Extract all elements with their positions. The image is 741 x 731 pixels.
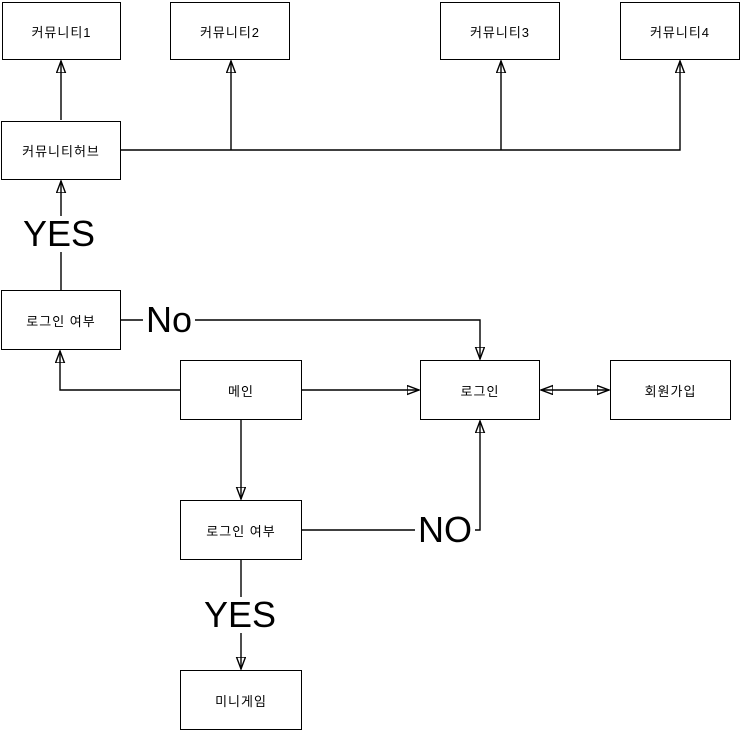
node-community1: 커뮤니티1 bbox=[2, 2, 121, 60]
node-minigame-label: 미니게임 bbox=[215, 693, 267, 709]
node-community2-label: 커뮤니티2 bbox=[199, 24, 261, 40]
node-community4-label: 커뮤니티4 bbox=[649, 24, 711, 40]
edge-main-logincheck-top bbox=[60, 351, 180, 391]
edge-label-yes-bottom: YES bbox=[200, 597, 280, 633]
edge-label-no-bottom: NO bbox=[415, 512, 475, 548]
node-login-check-bottom-label: 로그인 여부 bbox=[206, 523, 276, 539]
edge-logincheck-login-no bbox=[121, 319, 480, 359]
node-community3: 커뮤니티3 bbox=[440, 2, 560, 60]
node-community4: 커뮤니티4 bbox=[620, 2, 740, 60]
node-community-hub-label: 커뮤니티허브 bbox=[22, 144, 100, 159]
edge-label-yes-top: YES bbox=[19, 216, 99, 252]
node-community1-label: 커뮤니티1 bbox=[31, 24, 92, 40]
node-main-label: 메인 bbox=[228, 383, 254, 399]
node-minigame: 미니게임 bbox=[180, 670, 302, 730]
node-community-hub: 커뮤니티허브 bbox=[1, 121, 121, 180]
node-login: 로그인 bbox=[420, 360, 540, 420]
node-login-check-bottom: 로그인 여부 bbox=[180, 500, 302, 560]
node-signup-label: 회원가입 bbox=[644, 383, 697, 399]
node-community3-label: 커뮤니티3 bbox=[469, 24, 531, 40]
node-login-check-top: 로그인 여부 bbox=[1, 290, 121, 350]
node-login-label: 로그인 bbox=[460, 383, 500, 399]
node-login-check-top-label: 로그인 여부 bbox=[26, 313, 96, 329]
edge-label-no-top: No bbox=[142, 302, 196, 338]
node-signup: 회원가입 bbox=[610, 360, 731, 420]
node-community2: 커뮤니티2 bbox=[170, 2, 290, 60]
edge-logincheck2-login-no bbox=[302, 421, 480, 531]
edge-hub-community4 bbox=[121, 61, 680, 151]
node-main: 메인 bbox=[180, 360, 302, 420]
